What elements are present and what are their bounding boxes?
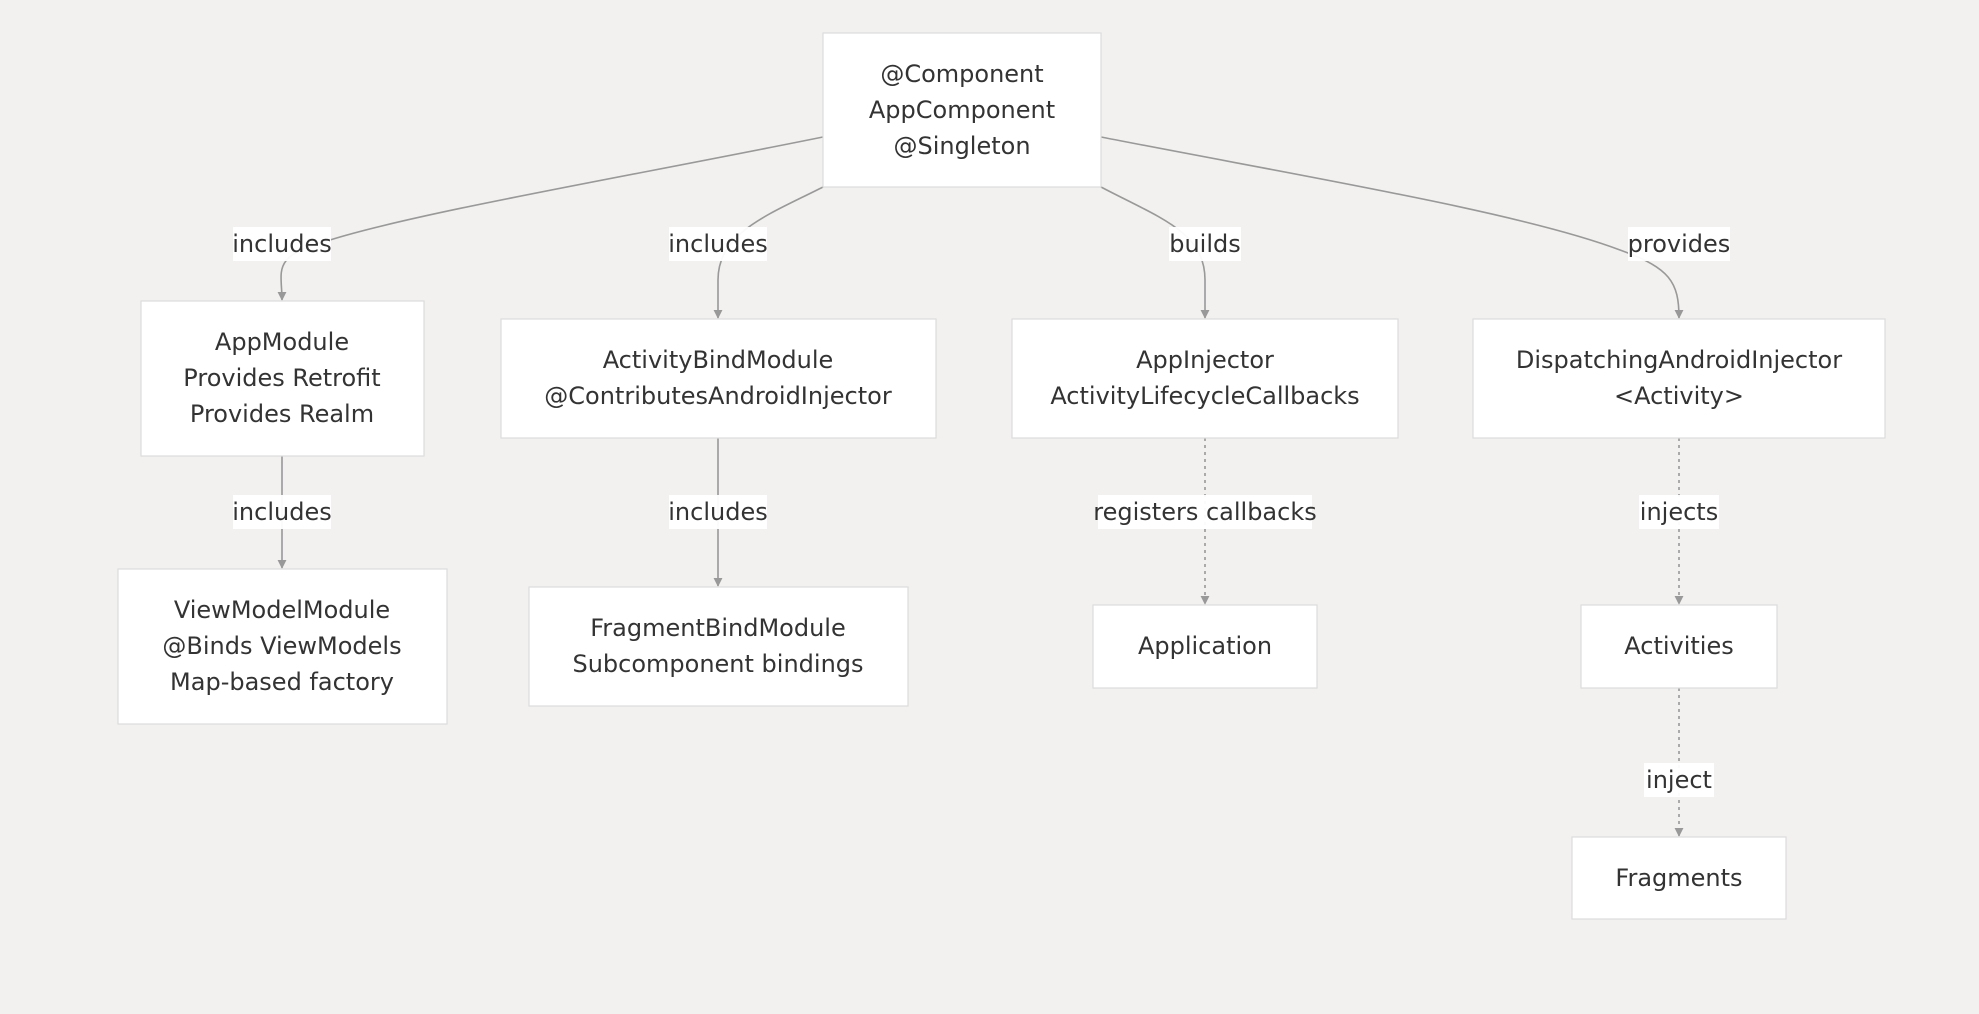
node-app-injector: AppInjector ActivityLifecycleCallbacks xyxy=(1011,318,1399,439)
edge-label-text: includes xyxy=(668,498,767,526)
edge-labels: includes includes builds provides includ… xyxy=(232,227,1730,797)
edge-label-provides: provides xyxy=(1628,227,1731,261)
node-activities: Activities xyxy=(1580,604,1778,689)
edge-label-text: registers callbacks xyxy=(1093,498,1316,526)
node-line: Provides Retrofit xyxy=(183,364,380,392)
edge-label-text: builds xyxy=(1169,230,1241,258)
node-line: ViewModelModule xyxy=(174,596,390,624)
node-line: @Binds ViewModels xyxy=(162,632,401,660)
node-dispatching-android-injector: DispatchingAndroidInjector <Activity> xyxy=(1472,318,1886,439)
edge-component-to-dispatching xyxy=(1100,136,1684,319)
node-app-module: AppModule Provides Retrofit Provides Rea… xyxy=(140,300,425,457)
node-line: DispatchingAndroidInjector xyxy=(1516,346,1842,374)
edge-label-text: includes xyxy=(232,498,331,526)
edge-label-text: inject xyxy=(1646,766,1712,794)
edge-label-inject: inject xyxy=(1644,763,1714,797)
node-line: AppModule xyxy=(215,328,349,356)
edge-label-includes-appmodule: includes xyxy=(232,227,332,261)
edge-label-builds: builds xyxy=(1169,227,1241,261)
node-line: @Singleton xyxy=(893,132,1030,160)
node-app-component: @Component AppComponent @Singleton xyxy=(822,32,1102,188)
edge-label-injects: injects xyxy=(1639,495,1719,529)
nodes: @Component AppComponent @Singleton AppMo… xyxy=(117,32,1886,920)
node-line: <Activity> xyxy=(1614,382,1744,410)
edge-label-includes-activitybind: includes xyxy=(668,227,768,261)
edge-label-text: includes xyxy=(232,230,331,258)
node-line: Subcomponent bindings xyxy=(572,650,863,678)
node-line: AppInjector xyxy=(1136,346,1274,374)
node-application: Application xyxy=(1092,604,1318,689)
edge-label-text: injects xyxy=(1640,498,1718,526)
node-activity-bind-module: ActivityBindModule @ContributesAndroidIn… xyxy=(500,318,937,439)
edges xyxy=(277,136,1684,837)
edge-label-includes-viewmodel: includes xyxy=(232,495,332,529)
edge-component-to-appmodule xyxy=(277,136,824,301)
node-fragment-bind-module: FragmentBindModule Subcomponent bindings xyxy=(528,586,909,707)
edge-label-text: provides xyxy=(1628,230,1731,258)
node-viewmodel-module: ViewModelModule @Binds ViewModels Map-ba… xyxy=(117,568,448,725)
node-line: Provides Realm xyxy=(190,400,374,428)
node-line: Application xyxy=(1138,632,1272,660)
node-line: AppComponent xyxy=(869,96,1055,124)
node-line: Map-based factory xyxy=(170,668,394,696)
node-line: Fragments xyxy=(1615,864,1742,892)
node-line: ActivityLifecycleCallbacks xyxy=(1050,382,1359,410)
node-fragments: Fragments xyxy=(1571,836,1787,920)
node-line: FragmentBindModule xyxy=(590,614,845,642)
edge-label-includes-fragmentbind: includes xyxy=(668,495,768,529)
edge-label-registers-callbacks: registers callbacks xyxy=(1093,495,1317,529)
node-line: @ContributesAndroidInjector xyxy=(544,382,892,410)
edge-label-text: includes xyxy=(668,230,767,258)
node-line: @Component xyxy=(880,60,1043,88)
node-line: Activities xyxy=(1624,632,1734,660)
node-line: ActivityBindModule xyxy=(603,346,834,374)
